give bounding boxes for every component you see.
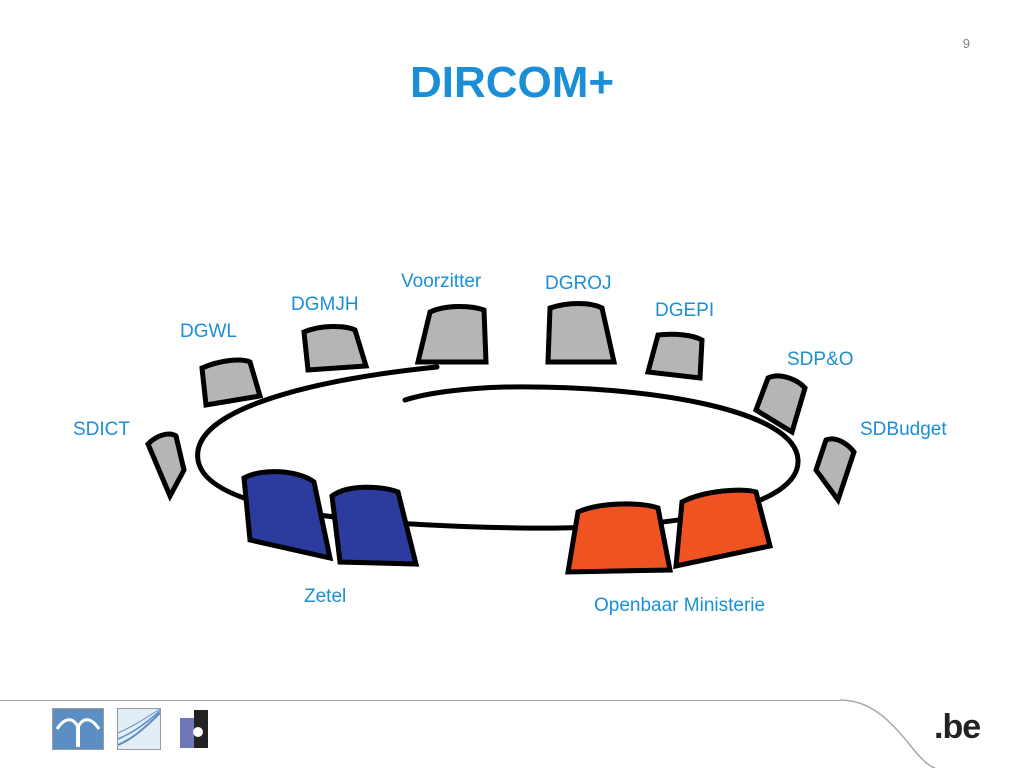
chair-voorzitter bbox=[414, 304, 489, 365]
label-dgroj: DGROJ bbox=[545, 273, 612, 294]
chair-sdict bbox=[145, 431, 187, 502]
wave-logo-icon bbox=[117, 708, 161, 750]
label-dgmjh: DGMJH bbox=[291, 294, 359, 315]
label-sdpo: SDP&O bbox=[787, 349, 854, 370]
label-openbaar-ministerie: Openbaar Ministerie bbox=[594, 595, 766, 616]
label-sdbudget: SDBudget bbox=[860, 419, 947, 440]
justice-logo-icon bbox=[52, 708, 104, 750]
be-logo: .be bbox=[934, 708, 981, 746]
label-voorzitter: Voorzitter bbox=[401, 271, 482, 292]
chair-sdpo bbox=[752, 373, 808, 436]
page-number: 9 bbox=[962, 36, 970, 51]
chair-dgroj bbox=[545, 301, 618, 365]
chair-om-left bbox=[565, 501, 674, 575]
label-zetel: Zetel bbox=[304, 586, 347, 607]
label-dgepi: DGEPI bbox=[655, 300, 715, 321]
chair-zetel-left bbox=[241, 469, 334, 562]
chair-dgwl bbox=[199, 357, 264, 408]
chair-om-right bbox=[673, 487, 774, 570]
label-sdict: SDICT bbox=[73, 419, 130, 440]
chair-sdbudget bbox=[813, 436, 857, 506]
footer-swoosh bbox=[839, 699, 936, 768]
chair-dgmjh bbox=[301, 324, 370, 373]
institution-logo-icon bbox=[178, 708, 212, 750]
label-dgwl: DGWL bbox=[180, 321, 237, 342]
chair-zetel-right bbox=[329, 484, 420, 567]
slide-title: DIRCOM+ bbox=[409, 58, 615, 107]
footer-divider bbox=[0, 700, 840, 701]
chair-dgepi bbox=[644, 331, 705, 381]
